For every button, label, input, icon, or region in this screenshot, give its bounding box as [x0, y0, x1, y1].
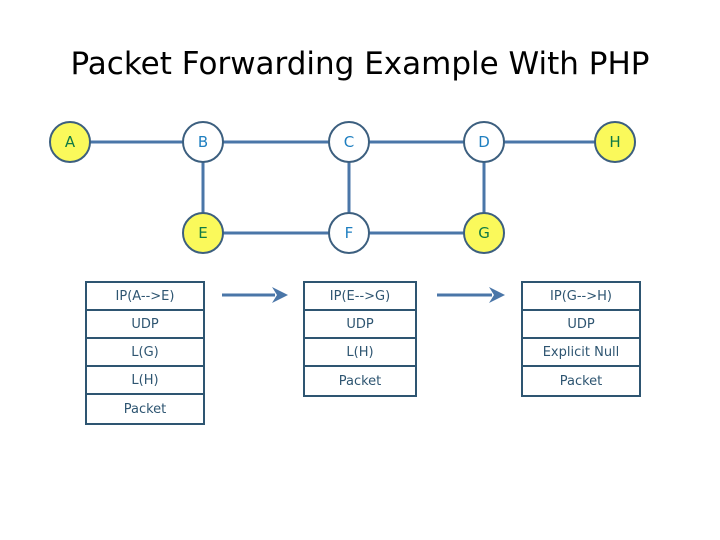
topology-node-h: H — [594, 121, 636, 163]
packet-stack-row: IP(G-->H) — [523, 283, 639, 311]
topology-node-g: G — [463, 212, 505, 254]
topology-node-label: B — [197, 132, 209, 151]
topology-node-e: E — [182, 212, 224, 254]
topology-node-f: F — [328, 212, 370, 254]
flow-arrow-icon — [222, 283, 288, 307]
packet-stack-row: L(H) — [305, 339, 415, 367]
topology-node-a: A — [49, 121, 91, 163]
packet-stack-row: IP(E-->G) — [305, 283, 415, 311]
packet-stack-row: L(H) — [87, 367, 203, 395]
packet-stack-row: Explicit Null — [523, 339, 639, 367]
packet-stack-row: Packet — [559, 373, 603, 389]
topology-node-label: C — [343, 132, 355, 151]
topology-node-label: A — [64, 132, 76, 151]
topology-node-label: H — [609, 132, 621, 151]
topology-node-label: G — [478, 223, 490, 242]
topology-node-label: E — [198, 223, 208, 242]
packet-stack-row: IP(A-->E) — [87, 283, 203, 311]
packet-stack-row: UDP — [305, 311, 415, 339]
topology-node-label: D — [478, 132, 490, 151]
page-title: Packet Forwarding Example With PHP — [70, 46, 650, 82]
topology-node-label: F — [344, 223, 354, 242]
topology-node-b: B — [182, 121, 224, 163]
topology-node-c: C — [328, 121, 370, 163]
flow-arrow-icon — [437, 283, 505, 307]
packet-stack-row: Packet — [123, 401, 167, 417]
packet-stack-row: UDP — [523, 311, 639, 339]
packet-stack-row: UDP — [87, 311, 203, 339]
packet-stack-row: Packet — [338, 373, 382, 389]
topology-node-d: D — [463, 121, 505, 163]
packet-stack-row: L(G) — [87, 339, 203, 367]
